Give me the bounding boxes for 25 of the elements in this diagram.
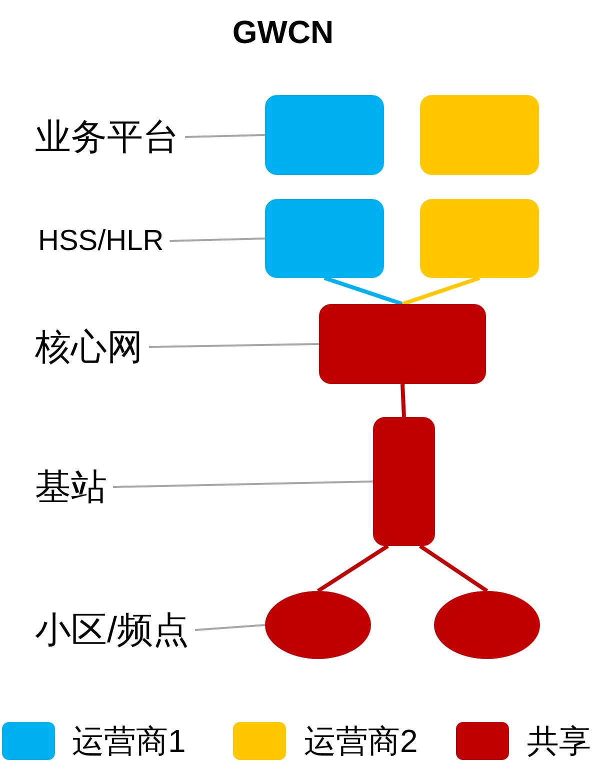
base-station-block [373, 417, 435, 546]
layer-label: 业务平台 [35, 119, 179, 155]
layer-label: 小区/频点 [35, 612, 190, 648]
leader-line [184, 134, 266, 138]
connector-line [419, 544, 488, 593]
legend-label: 运营商1 [72, 725, 186, 757]
layer-label: HSS/HLR [38, 226, 164, 256]
layer-label: 核心网 [35, 329, 143, 365]
connector-line [324, 276, 404, 306]
legend-label: 共享 [527, 725, 591, 757]
layer-label: 基站 [35, 469, 107, 505]
connector-line [400, 384, 406, 418]
leader-line [112, 480, 374, 488]
leader-line [194, 624, 266, 631]
connector-line [316, 544, 389, 593]
leader-line [148, 343, 320, 348]
legend-label: 运营商2 [304, 725, 418, 757]
subscriber-database-block [420, 199, 539, 278]
connector-line [402, 276, 480, 306]
service-platform-block [265, 95, 384, 175]
diagram-title: GWCN [232, 16, 334, 48]
subscriber-database-block [265, 199, 384, 278]
service-platform-block [420, 95, 539, 175]
leader-line [170, 238, 266, 242]
core-network-block [319, 304, 486, 384]
